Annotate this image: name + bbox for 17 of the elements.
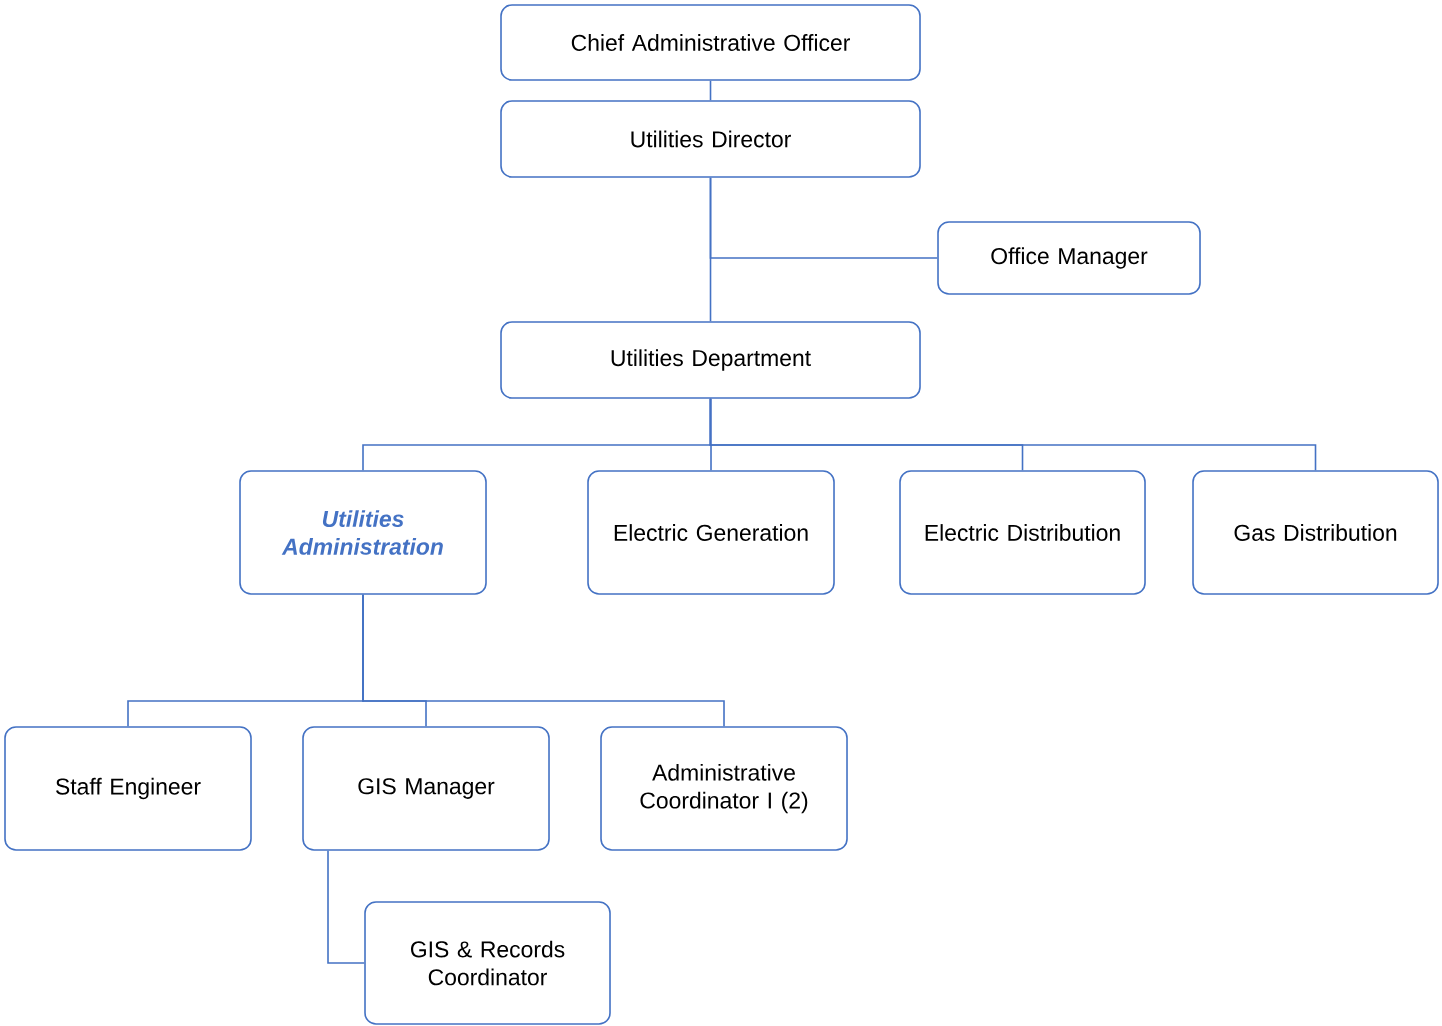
connector-line [709,398,1317,471]
org-box: GIS Manager [302,726,550,851]
connector-line [362,594,725,727]
org-box: Utilities Administration [239,470,487,595]
org-box: GIS & Records Coordinator [364,901,611,1025]
org-box: Electric Generation [587,470,835,595]
connector-line [709,80,712,101]
org-box: Chief Administrative Officer [500,4,921,81]
org-box: Utilities Director [500,100,921,178]
org-box: Electric Distribution [899,470,1146,595]
org-box: Utilities Department [500,321,921,399]
org-box: Office Manager [937,221,1201,295]
org-box: Staff Engineer [4,726,252,851]
connector-line [327,850,365,964]
connector-line [709,177,712,322]
org-box: Administrative Coordinator I (2) [600,726,848,851]
org-box: Gas Distribution [1192,470,1439,595]
